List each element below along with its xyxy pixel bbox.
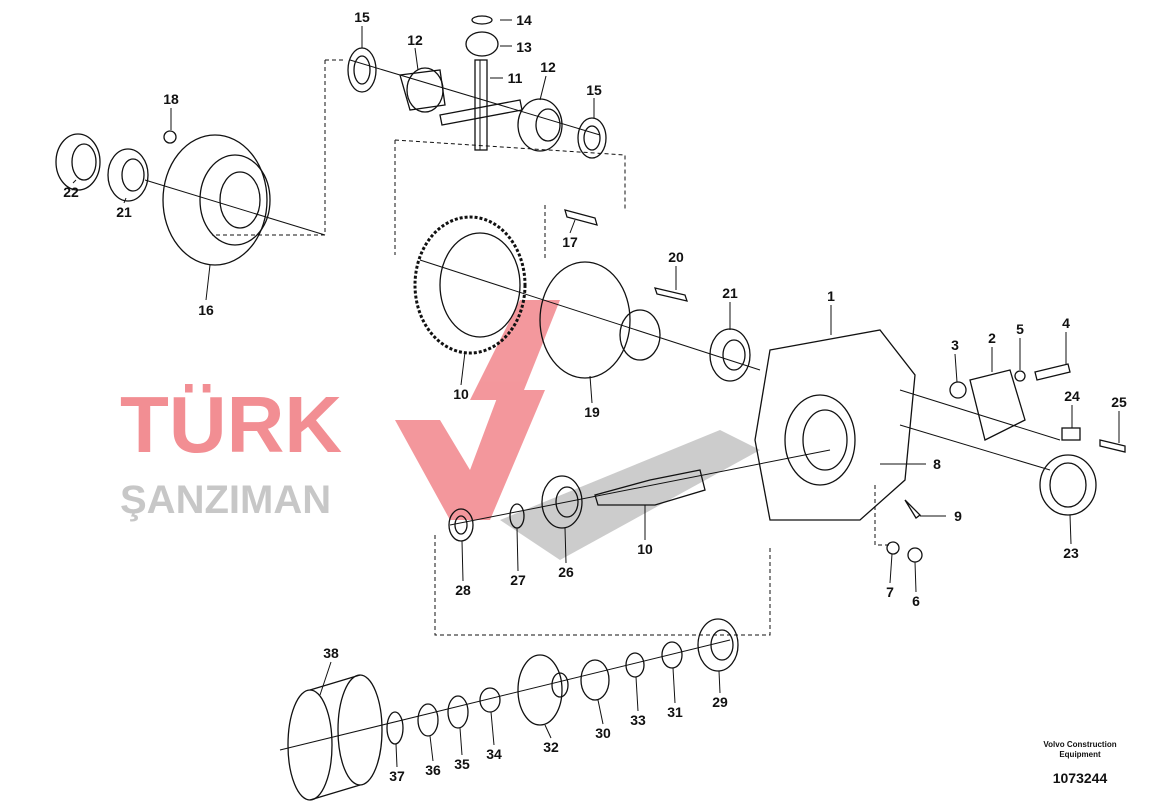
part-15-washer	[347, 47, 377, 93]
callout-label: 8	[933, 456, 941, 472]
callout-label: 18	[163, 91, 179, 107]
brand-label: Volvo Construction Equipment	[1043, 740, 1117, 759]
callout-label: 32	[543, 739, 559, 755]
part-21b-bearing	[709, 328, 751, 382]
part-9-bolt	[904, 499, 921, 519]
part-21-bearing	[107, 148, 149, 202]
part-23-adjusting-ring	[1039, 454, 1097, 516]
part-26-bearing	[541, 475, 583, 529]
part-10b-pinion	[594, 469, 706, 506]
part-20-bolt	[654, 287, 688, 302]
part-29-bearing	[697, 618, 739, 672]
callout-label: 14	[516, 12, 532, 28]
part-22-nut	[55, 133, 101, 191]
part-24-lock	[1061, 427, 1081, 441]
part-33-seal	[625, 652, 645, 678]
callout-label: 10	[637, 541, 653, 557]
callout-label: 22	[63, 184, 79, 200]
part-19-carrier	[539, 261, 661, 379]
callout-label: 17	[562, 234, 578, 250]
part-35-lock	[447, 695, 469, 729]
callout-label: 28	[455, 582, 471, 598]
part-30-ring	[580, 659, 610, 701]
callout-label: 36	[425, 762, 441, 778]
part-1-axle-housing	[754, 329, 916, 521]
callout-label: 3	[951, 337, 959, 353]
part-34-nut	[479, 687, 501, 713]
part-38-cover	[287, 674, 383, 801]
callout-label: 34	[486, 746, 502, 762]
callout-label: 4	[1062, 315, 1070, 331]
part-4-bolt	[1034, 363, 1071, 381]
callout-label: 5	[1016, 321, 1024, 337]
part-2-bearing-cap	[969, 369, 1026, 441]
part-13-gear	[465, 31, 499, 57]
watermark-text-sanziman: ŞANZIMAN	[120, 478, 332, 522]
callout-label: 12	[407, 32, 423, 48]
part-31-shim	[661, 641, 683, 669]
part-5-washer	[1014, 370, 1026, 382]
callout-label: 7	[886, 584, 894, 600]
callout-label: 6	[912, 593, 920, 609]
part-14-washer	[471, 15, 493, 25]
callout-label: 15	[354, 9, 370, 25]
callout-label: 26	[558, 564, 574, 580]
callout-label: 19	[584, 404, 600, 420]
callout-label: 12	[540, 59, 556, 75]
part-18-nut	[163, 130, 177, 144]
part-15b-washer	[577, 117, 607, 159]
callout-label: 16	[198, 302, 214, 318]
part-32-flange	[517, 654, 569, 726]
callout-label: 27	[510, 572, 526, 588]
callout-label: 25	[1111, 394, 1127, 410]
part-25-bolt	[1099, 439, 1126, 453]
callout-label: 24	[1064, 388, 1080, 404]
callout-label: 29	[712, 694, 728, 710]
callout-label: 2	[988, 330, 996, 346]
axis-lines	[144, 59, 1061, 751]
callout-label: 31	[667, 704, 683, 720]
callout-label: 9	[954, 508, 962, 524]
part-7-washer	[886, 541, 900, 555]
callout-label: 11	[507, 70, 523, 86]
watermark-text-turk: TÜRK	[120, 380, 343, 469]
part-16-housing	[162, 134, 271, 266]
part-17-bolt	[564, 209, 598, 226]
part-37-ring	[386, 711, 404, 745]
callout-label: 21	[116, 204, 132, 220]
callout-label: 1	[827, 288, 835, 304]
callout-label: 35	[454, 756, 470, 772]
callout-label: 37	[389, 768, 405, 784]
callout-label: 21	[722, 285, 738, 301]
part-3-bushing	[949, 381, 967, 399]
callout-label: 23	[1063, 545, 1079, 561]
callout-label: 10	[453, 386, 469, 402]
part-12-gear	[399, 67, 446, 113]
part-36-lock	[417, 703, 439, 737]
callout-label: 30	[595, 725, 611, 741]
callout-label: 15	[586, 82, 602, 98]
callout-label: 38	[323, 645, 339, 661]
callout-label: 20	[668, 249, 684, 265]
part-12b-gear	[517, 98, 563, 152]
callout-label: 13	[516, 39, 532, 55]
part-6-plug	[907, 547, 923, 563]
part-10-crown-wheel	[413, 215, 527, 355]
leader-lines	[72, 19, 1120, 768]
callout-label: 33	[630, 712, 646, 728]
document-number: 1073244	[1052, 770, 1108, 786]
part-28-seal	[448, 508, 474, 542]
